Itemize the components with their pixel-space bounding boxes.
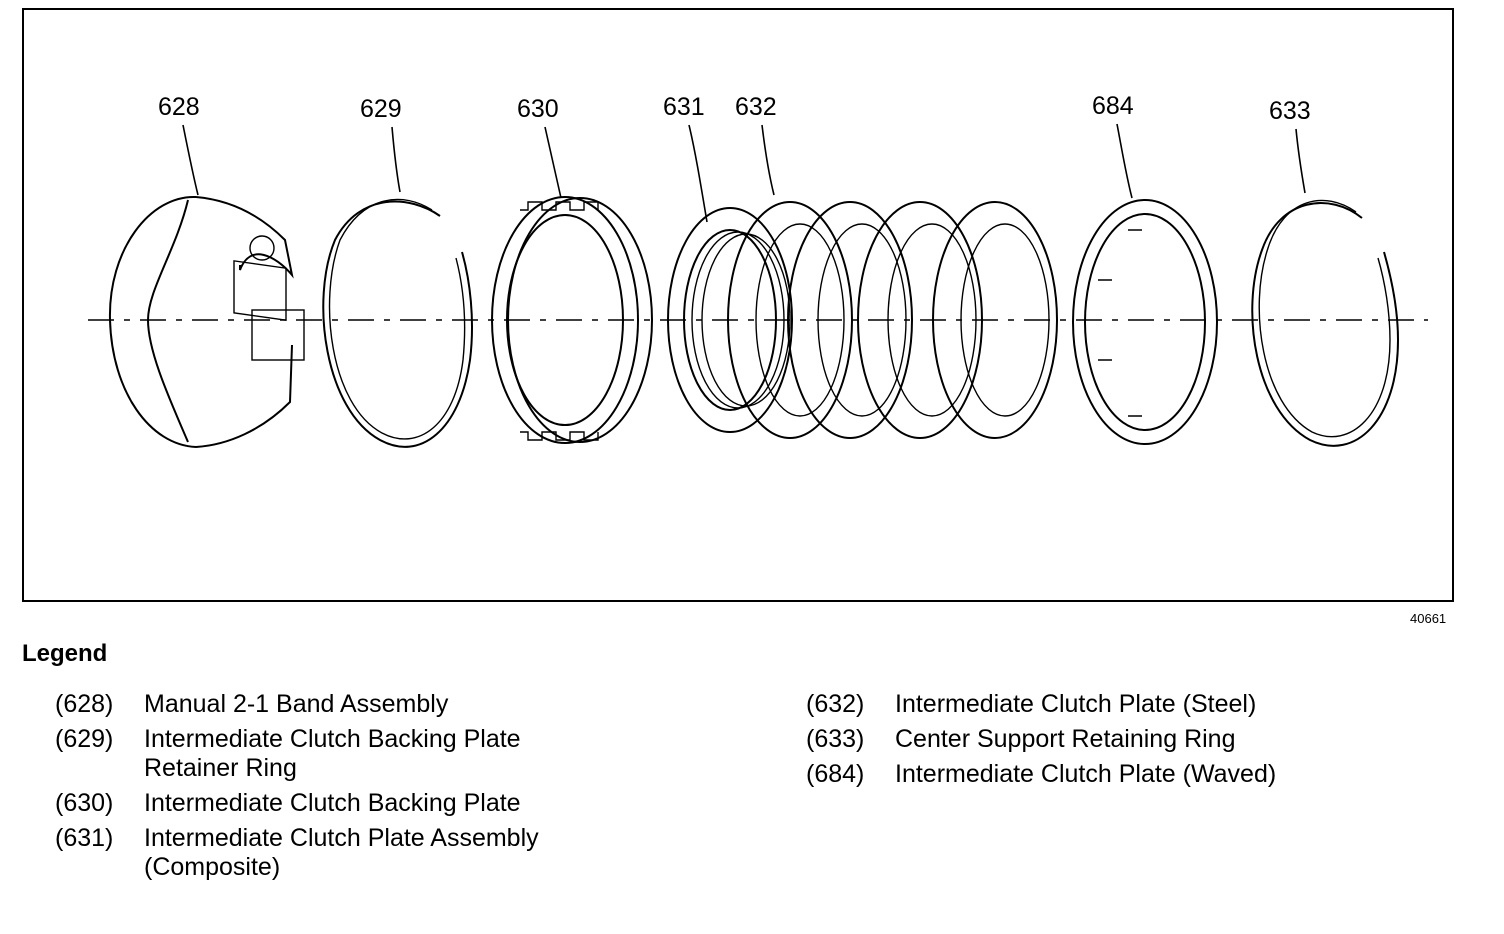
legend-number: (631) — [55, 824, 114, 852]
figure-id: 40661 — [1410, 611, 1447, 626]
callout-628: 628 — [158, 93, 200, 121]
legend-number: (628) — [55, 690, 114, 718]
legend-description: Intermediate Clutch Plate Assembly (Comp… — [144, 824, 539, 881]
legend-number: (630) — [55, 789, 114, 817]
legend-item: (633) Center Support Retaining Ring — [806, 725, 1446, 754]
legend-item: (631) Intermediate Clutch Plate Assembly… — [55, 824, 755, 882]
legend-left-column: (628) Manual 2-1 Band Assembly (629) Int… — [55, 690, 755, 888]
leader-lines — [182, 123, 1306, 223]
legend-description: Intermediate Clutch Plate (Waved) — [895, 760, 1277, 788]
legend-item: (632) Intermediate Clutch Plate (Steel) — [806, 690, 1446, 719]
legend-item: (628) Manual 2-1 Band Assembly — [55, 690, 755, 719]
diagram-frame: 628 629 630 631 632 684 633 — [22, 8, 1454, 602]
band-assembly-628 — [108, 195, 305, 448]
callout-630: 630 — [517, 95, 559, 123]
legend-description: Intermediate Clutch Backing Plate — [144, 789, 521, 817]
legend-item: (629) Intermediate Clutch Backing Plate … — [55, 725, 755, 783]
backing-plate-630 — [491, 196, 653, 444]
legend-number: (633) — [806, 725, 865, 753]
steel-plates-632 — [727, 201, 1058, 439]
legend-right-column: (632) Intermediate Clutch Plate (Steel) … — [806, 690, 1446, 795]
legend-item: (630) Intermediate Clutch Backing Plate — [55, 789, 755, 818]
legend-description: Manual 2-1 Band Assembly — [144, 690, 449, 718]
composite-plate-assembly-631 — [667, 207, 793, 433]
legend-description: Center Support Retaining Ring — [895, 725, 1236, 753]
legend-description: Intermediate Clutch Plate (Steel) — [895, 690, 1257, 718]
callout-629: 629 — [360, 95, 402, 123]
callout-684: 684 — [1092, 92, 1134, 120]
legend-number: (684) — [806, 760, 865, 788]
callout-632: 632 — [735, 93, 777, 121]
callout-631: 631 — [663, 93, 705, 121]
legend-number: (629) — [55, 725, 114, 753]
legend-title: Legend — [22, 640, 108, 667]
legend-number: (632) — [806, 690, 865, 718]
legend-item: (684) Intermediate Clutch Plate (Waved) — [806, 760, 1446, 789]
center-support-ring-633 — [1251, 199, 1400, 447]
legend-description: Intermediate Clutch Backing Plate Retain… — [144, 725, 521, 782]
callout-633: 633 — [1269, 97, 1311, 125]
retainer-ring-629 — [322, 198, 474, 448]
exploded-view-diagram: 628 629 630 631 632 684 633 — [88, 92, 1428, 448]
waved-plate-684 — [1072, 199, 1218, 445]
